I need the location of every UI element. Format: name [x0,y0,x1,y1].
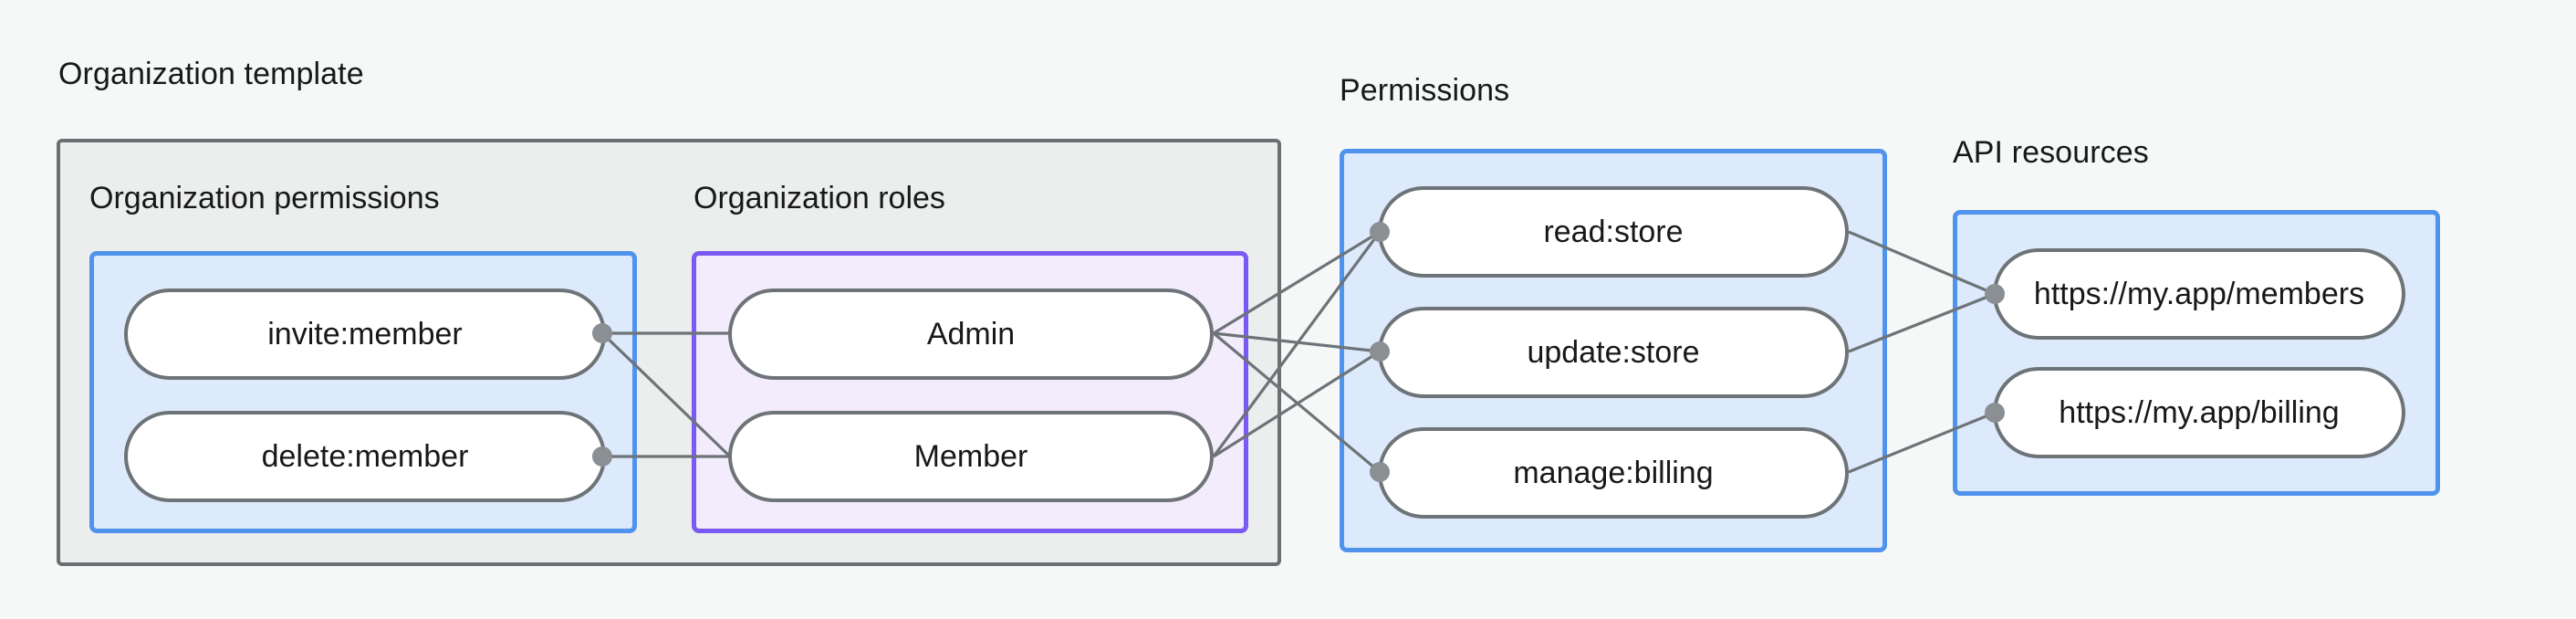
group-title-permissions: Permissions [1340,73,1510,108]
node-invite-member[interactable]: invite:member [124,289,606,380]
node-members-url[interactable]: https://my.app/members [1993,248,2405,340]
node-member[interactable]: Member [728,411,1214,502]
node-update-store[interactable]: update:store [1378,307,1849,398]
group-title-api-resources: API resources [1953,135,2149,170]
node-admin[interactable]: Admin [728,289,1214,380]
node-read-store[interactable]: read:store [1378,186,1849,278]
node-billing-url[interactable]: https://my.app/billing [1993,367,2405,458]
subgroup-title-organization-roles: Organization roles [694,181,945,215]
group-title-organization-template: Organization template [58,57,364,91]
subgroup-title-organization-permissions: Organization permissions [89,181,440,215]
node-delete-member[interactable]: delete:member [124,411,606,502]
node-manage-billing[interactable]: manage:billing [1378,427,1849,519]
